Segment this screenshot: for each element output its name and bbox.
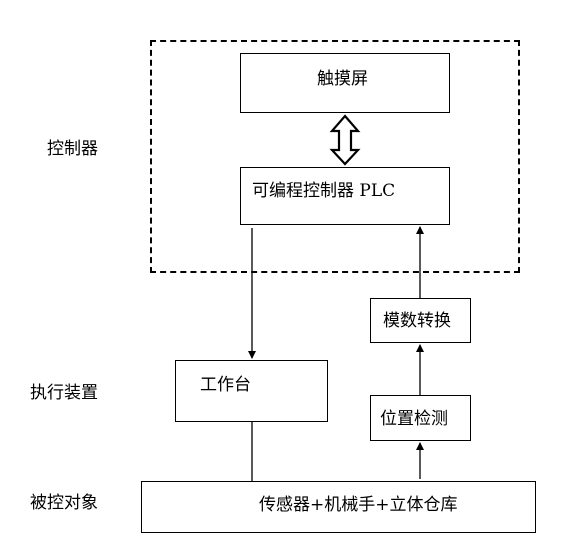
workbench-label: 工作台 <box>200 375 251 395</box>
position-detection-label: 位置检测 <box>380 409 448 429</box>
touchscreen-label: 触摸屏 <box>317 69 368 89</box>
controlled-system-label: 传感器+机械手+立体仓库 <box>259 495 458 515</box>
ad-converter-box: 模数转换 <box>370 298 471 343</box>
workbench-box: 工作台 <box>175 360 328 422</box>
plc-label: 可编程控制器 PLC <box>252 181 396 201</box>
touchscreen-box: 触摸屏 <box>240 53 450 113</box>
controller-boundary <box>150 40 520 273</box>
ad-converter-label: 模数转换 <box>383 311 451 331</box>
controlled-system-box: 传感器+机械手+立体仓库 <box>141 481 536 533</box>
layer-label-actuator: 执行装置 <box>30 383 98 403</box>
plc-box: 可编程控制器 PLC <box>240 167 450 225</box>
position-detection-box: 位置检测 <box>370 395 471 441</box>
layer-label-controlled-object: 被控对象 <box>30 493 98 513</box>
layer-label-controller: 控制器 <box>47 139 98 159</box>
